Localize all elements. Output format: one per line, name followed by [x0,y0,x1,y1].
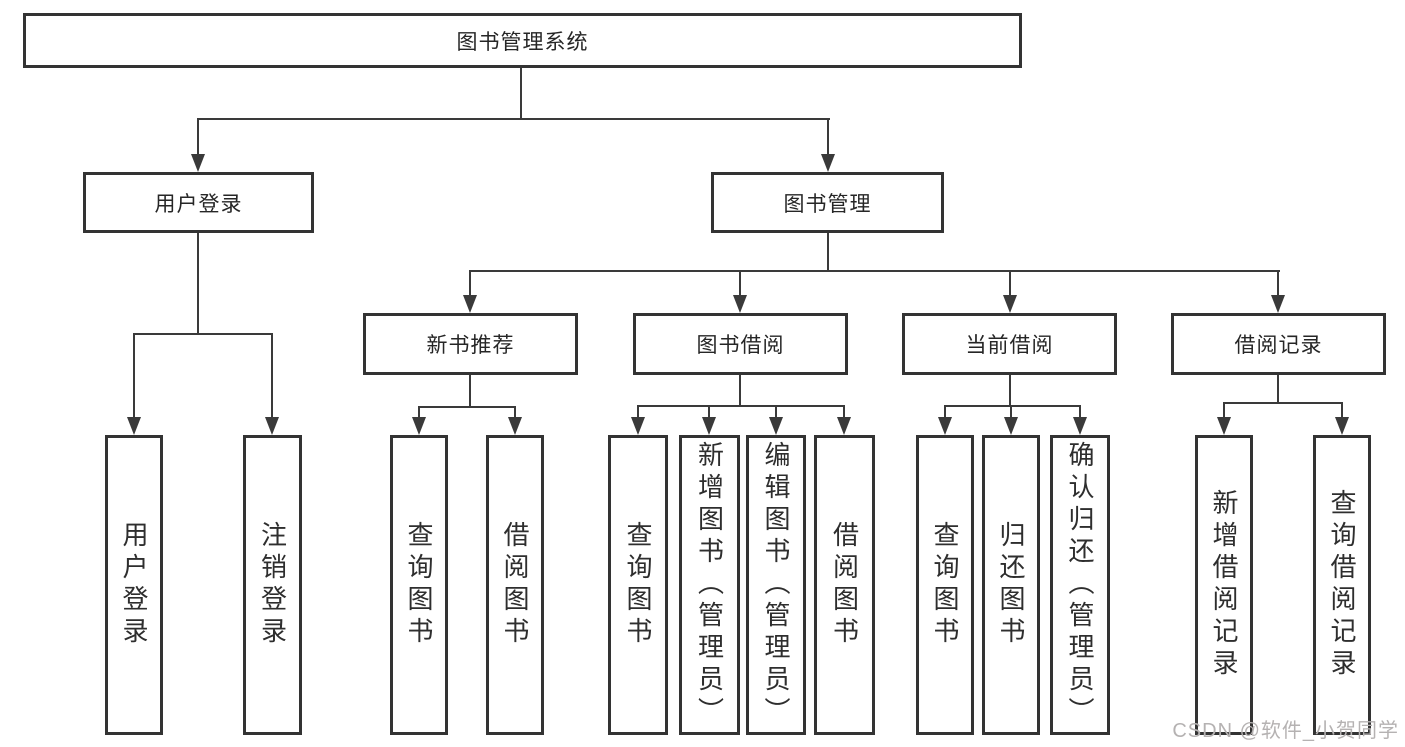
connector-stem-confirm-return [1079,405,1081,417]
leaf-query-books-borrowing: 查询图书 [608,435,668,735]
leaf-query-borrow-record-label: 查询借阅记录 [1327,489,1357,681]
leaf-query-books-recommend: 查询图书 [390,435,448,735]
connector-records-rail [1223,402,1343,404]
leaf-add-books-admin-label: 新增图书（管理员） [694,441,725,729]
connector-stem-add-record [1223,402,1225,417]
arrow-down-leaf-user-login [127,417,141,435]
leaf-user-login-label: 用户登录 [119,521,149,649]
connector-stem-borrowing-records [1277,270,1279,295]
node-user-login: 用户登录 [83,172,314,233]
node-book-borrowing: 图书借阅 [633,313,848,375]
leaf-user-login: 用户登录 [105,435,163,735]
leaf-confirm-return-admin-label: 确认归还（管理员） [1065,441,1095,729]
connector-current-drop [1009,375,1011,407]
csdn-watermark: CSDN @软件_小贺同学 [1172,720,1399,742]
leaf-add-borrow-record-label: 新增借阅记录 [1209,489,1239,681]
arrow-down-return-books [1004,417,1018,435]
node-book-management: 图书管理 [711,172,944,233]
leaf-confirm-return-admin: 确认归还（管理员） [1050,435,1110,735]
leaf-edit-books-admin: 编辑图书（管理员） [746,435,806,735]
connector-stem-edit-books [775,405,777,417]
leaf-borrow-books-borrowing: 借阅图书 [814,435,875,735]
arrow-down-current-borrowing [1003,295,1017,313]
connector-stem-current-borrowing [1009,270,1011,295]
connector-stem-add-books [708,405,710,417]
connector-stem-query-record [1341,402,1343,417]
arrow-down-borrowing-records [1271,295,1285,313]
connector-root-rail [197,118,830,120]
arrow-down-borrow-books [837,417,851,435]
connector-mgmt-rail [469,270,1280,272]
connector-stem-query-current [944,405,946,417]
arrow-down-query-record [1335,417,1349,435]
node-new-book-recommend: 新书推荐 [363,313,578,375]
leaf-query-books-current: 查询图书 [916,435,974,735]
connector-stem-return-books [1010,405,1012,417]
arrow-down-new-book [463,295,477,313]
connector-stem-borrow-books [843,405,845,417]
arrow-down-query-current [938,417,952,435]
connector-stem-query-borrowing [637,405,639,417]
arrow-down-book-borrowing [733,295,747,313]
leaf-return-books: 归还图书 [982,435,1040,735]
arrow-down-query-recommend [412,417,426,435]
node-current-borrowing: 当前借阅 [902,313,1117,375]
leaf-logout: 注销登录 [243,435,302,735]
connector-borrowing-rail [637,405,845,407]
leaf-query-borrow-record: 查询借阅记录 [1313,435,1371,735]
leaf-borrow-books-recommend-label: 借阅图书 [500,521,530,649]
arrow-down-leaf-logout [265,417,279,435]
arrow-down-add-books [702,417,716,435]
connector-login-rail [133,333,273,335]
connector-login-drop [197,233,199,335]
connector-stem-book-management [827,118,829,154]
connector-stem-leaf-logout [271,333,273,417]
connector-stem-book-borrowing [739,270,741,295]
arrow-down-user-login [191,154,205,172]
leaf-edit-books-admin-label: 编辑图书（管理员） [761,441,791,729]
leaf-logout-label: 注销登录 [257,521,288,649]
arrow-down-confirm-return [1073,417,1087,435]
leaf-add-books-admin: 新增图书（管理员） [679,435,740,735]
connector-records-drop [1277,375,1279,404]
arrow-down-borrow-recommend [508,417,522,435]
node-borrowing-records: 借阅记录 [1171,313,1386,375]
leaf-return-books-label: 归还图书 [996,521,1026,649]
arrow-down-add-record [1217,417,1231,435]
leaf-query-books-borrowing-label: 查询图书 [623,521,653,649]
arrow-down-query-borrowing [631,417,645,435]
arrow-down-edit-books [769,417,783,435]
node-root: 图书管理系统 [23,13,1022,68]
leaf-add-borrow-record: 新增借阅记录 [1195,435,1253,735]
connector-stem-user-login [197,118,199,154]
connector-recommend-rail [418,406,516,408]
connector-stem-new-book [469,270,471,295]
arrow-down-book-management [821,154,835,172]
connector-borrowing-drop [739,375,741,407]
connector-current-rail [944,405,1081,407]
leaf-borrow-books-borrowing-label: 借阅图书 [829,521,860,649]
connector-root-drop [520,68,522,120]
connector-stem-leaf-user-login [133,333,135,417]
connector-stem-query-recommend [418,406,420,417]
leaf-borrow-books-recommend: 借阅图书 [486,435,544,735]
connector-mgmt-drop [827,233,829,272]
leaf-query-books-recommend-label: 查询图书 [404,521,434,649]
connector-stem-borrow-recommend [514,406,516,417]
leaf-query-books-current-label: 查询图书 [930,521,960,649]
connector-recommend-drop [469,375,471,408]
